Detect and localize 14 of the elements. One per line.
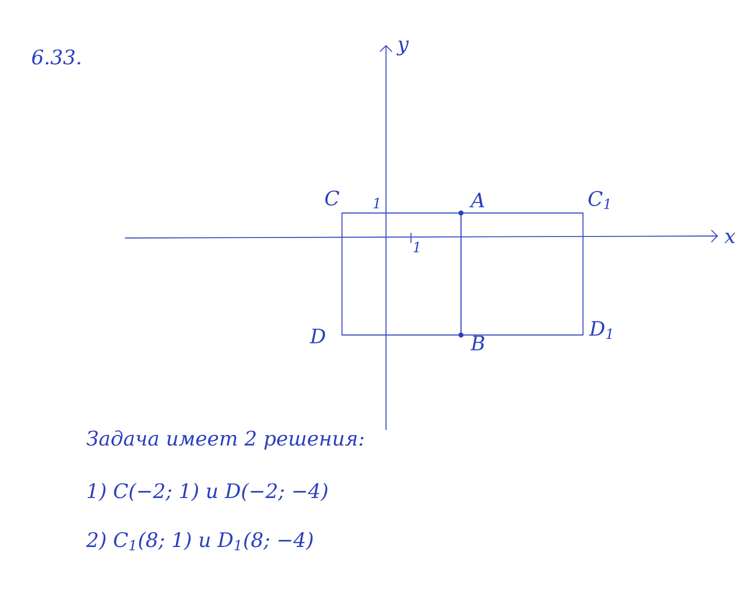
solution-line: 2) C$_{1}$(8; 1) и D$_{1}$(8; −4) [86, 532, 313, 550]
point-label: B [470, 336, 484, 350]
point-label: A [469, 192, 484, 208]
solution-line: 1) C(−2; 1) и D(−2; −4) [88, 482, 328, 502]
tick-label: 1 [414, 242, 419, 252]
problem-number: 6.33. [32, 49, 80, 65]
point-label: C$_{1}$ [588, 190, 610, 210]
solution-heading: Задача имеет 2 решения: [86, 430, 364, 450]
tick-label: 1 [374, 198, 379, 208]
point-label: C [325, 190, 340, 206]
axis-label: y [396, 40, 409, 56]
point-label: D$_{1}$ [588, 321, 612, 339]
point-label: D [310, 328, 326, 344]
axis-label: x [724, 232, 736, 244]
